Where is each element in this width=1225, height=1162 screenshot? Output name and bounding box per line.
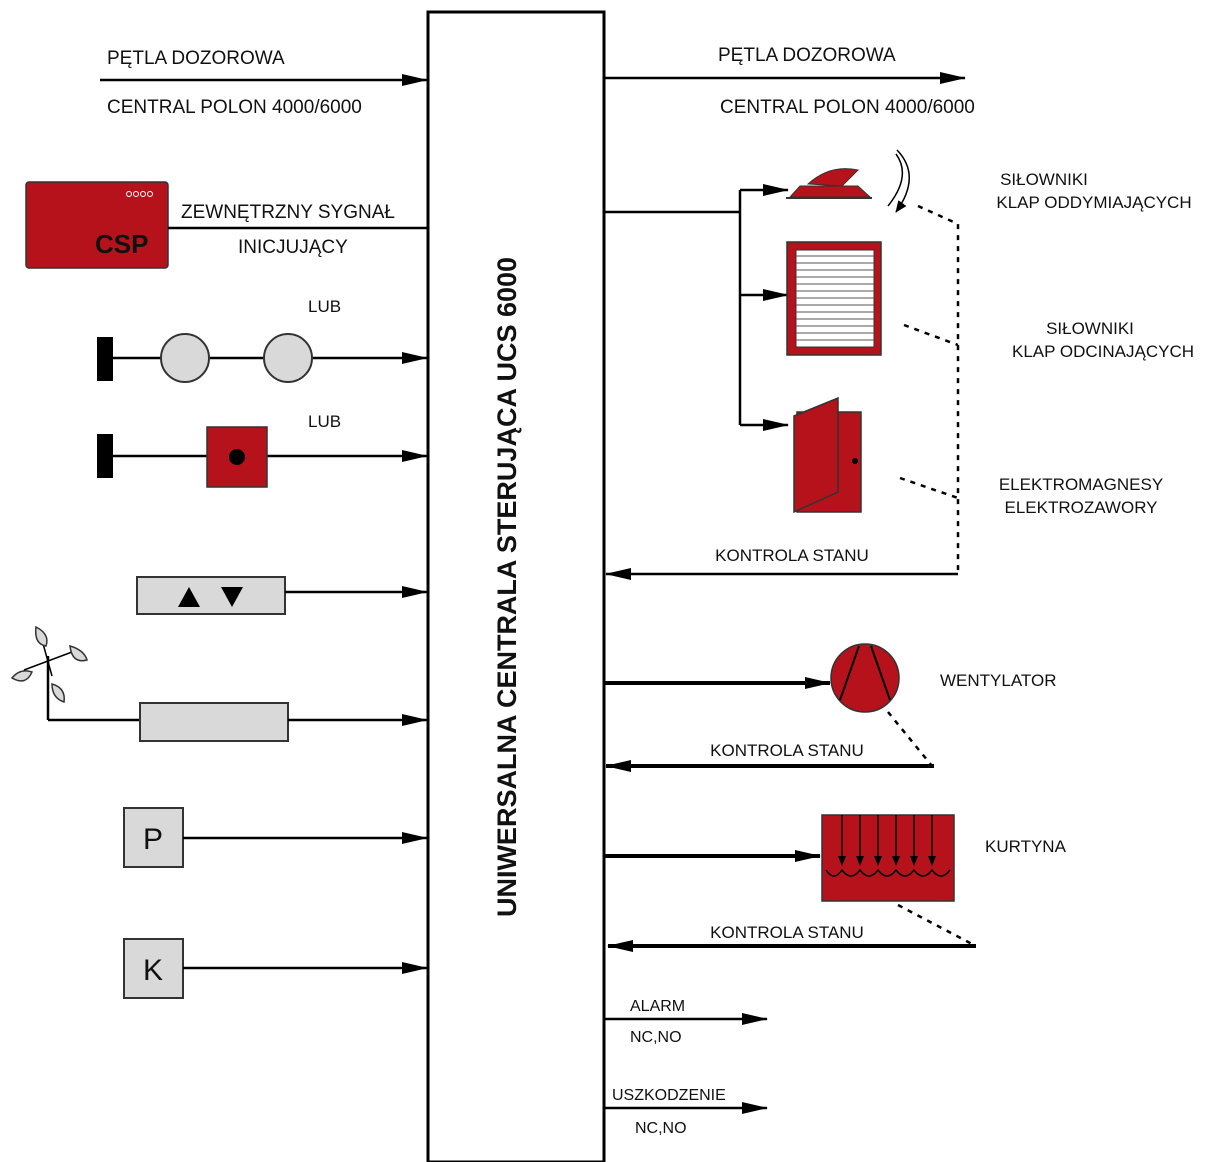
fan-label: WENTYLATOR — [940, 671, 1057, 690]
csp-label: CSP — [95, 229, 148, 259]
weather-module — [139, 702, 289, 742]
curtain-icon — [821, 814, 955, 902]
fault-sub-label: NC,NO — [635, 1120, 687, 1137]
smoke-detector-icon-2 — [263, 333, 313, 383]
right-loop-title: PĘTLA DOZOROWA — [718, 45, 896, 66]
left-loop-subtitle: CENTRAL POLON 4000/6000 — [107, 97, 362, 118]
smoke-detector-icon — [160, 333, 210, 383]
cut-actuators-label-1: SIŁOWNIKI — [1046, 319, 1134, 338]
fault-label: USZKODZENIE — [612, 1087, 726, 1104]
feedback-dotted-line-2 — [903, 323, 959, 347]
feedback-dotted-line-3 — [899, 476, 959, 500]
rotation-arc-icon — [887, 153, 904, 207]
cut-actuators-label-2: KLAP ODCINAJĄCYCH — [1012, 342, 1194, 361]
feedback-dotted-line-1 — [917, 204, 960, 574]
p-module-label: P — [143, 823, 163, 856]
ext-signal-label-1: ZEWNĘTRZNY SYGNAŁ — [181, 202, 395, 223]
status-label-1: KONTROLA STANU — [715, 546, 869, 565]
rotation-arrow-icon — [895, 149, 910, 213]
door-holder-icon — [793, 396, 862, 514]
magnets-label-2: ELEKTROZAWORY — [1004, 498, 1157, 517]
smoke-vent-icon — [786, 168, 872, 199]
or-label-2: LUB — [308, 412, 341, 431]
p-module — [123, 807, 184, 868]
or-label-1: LUB — [308, 297, 341, 316]
magnets-label-1: ELEKTROMAGNESY — [999, 475, 1163, 494]
up-down-control — [136, 576, 286, 615]
status-label-3: KONTROLA STANU — [710, 923, 864, 942]
loop-terminator-1 — [97, 337, 113, 381]
alarm-sub-label: NC,NO — [630, 1029, 682, 1046]
curtain-label: KURTYNA — [985, 837, 1067, 856]
central-unit-label: UNIWERSALNA CENTRALA STERUJĄCA UCS 6000 — [492, 257, 522, 917]
fire-damper-icon — [786, 241, 882, 356]
arrow-up-icon — [178, 587, 200, 607]
central-unit-box — [426, 10, 606, 1162]
smoke-actuators-label-1: SIŁOWNIKI — [1000, 170, 1088, 189]
k-module — [123, 938, 184, 999]
arrow-down-icon — [221, 587, 243, 607]
fan-icon — [830, 643, 900, 713]
right-loop-subtitle: CENTRAL POLON 4000/6000 — [720, 97, 975, 118]
status-label-2: KONTROLA STANU — [710, 741, 864, 760]
left-loop-title: PĘTLA DOZOROWA — [107, 48, 285, 69]
smoke-actuators-label-2: KLAP ODDYMIAJĄCYCH — [996, 193, 1191, 212]
fan-dotted-line — [887, 711, 933, 767]
ext-signal-label-2: INICJUJĄCY — [238, 237, 348, 258]
curtain-dotted-line — [897, 903, 973, 946]
call-point-button-icon — [229, 449, 245, 465]
csp-panel: CSP — [25, 181, 169, 269]
k-module-label: K — [143, 954, 163, 987]
anemometer-icon — [10, 625, 88, 720]
alarm-label: ALARM — [630, 998, 685, 1015]
loop-terminator-2 — [97, 434, 113, 478]
